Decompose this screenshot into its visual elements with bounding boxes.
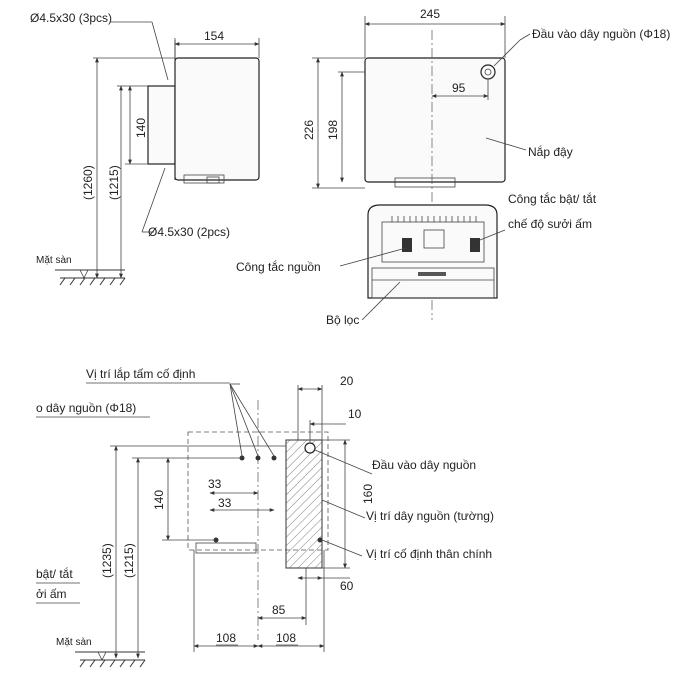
cable-inlet-cut-label: o dây nguồn (Φ18) xyxy=(36,401,136,415)
h140-label: 140 xyxy=(152,490,166,510)
side-height-1260-label: (1260) xyxy=(81,165,95,200)
cover-label: Nắp đậy xyxy=(528,144,573,159)
d85-label: 85 xyxy=(272,603,286,617)
screws-top-label: Ø4.5x30 (3pcs) xyxy=(30,11,112,25)
floor-label-bottom: Mặt sàn xyxy=(56,637,92,648)
side-height-140-label: 140 xyxy=(134,118,148,138)
wall-cable-label: Vị trí dây nguồn (tường) xyxy=(366,509,494,523)
side-height-1215-label: (1215) xyxy=(107,165,121,200)
filter-label: Bộ lọc xyxy=(326,313,359,327)
h1235-label: (1235) xyxy=(100,543,114,578)
floor-hatch-bottom xyxy=(79,659,146,668)
cut-text-1: bật/ tắt xyxy=(36,566,73,581)
floor-hatch xyxy=(59,277,126,286)
h160-label: 160 xyxy=(361,484,375,504)
heat-switch-line2: chế độ sưởi ấm xyxy=(508,217,592,231)
mount-view: Vị trí lắp tấm cố định o dây nguồn (Φ18)… xyxy=(36,366,494,668)
height-198-label: 198 xyxy=(326,120,340,140)
d20-label: 20 xyxy=(340,374,354,388)
h1215-label: (1215) xyxy=(122,543,136,578)
cut-text-2: ởi ấm xyxy=(36,587,67,601)
heat-switch-line1: Công tắc bật/ tắt xyxy=(508,191,597,206)
plate-position-label: Vị trí lắp tấm cố định xyxy=(86,366,195,381)
inlet-label: Đầu vào dây nguồn xyxy=(372,458,476,472)
front-view: 95 245 226 198 Đầu vào dây nguồn (Φ18) N… xyxy=(236,7,670,327)
d33a-label: 33 xyxy=(208,477,222,491)
d33b-label: 33 xyxy=(218,496,232,510)
screws-bottom-label: Ø4.5x30 (2pcs) xyxy=(148,225,230,239)
d95-label: 95 xyxy=(452,81,466,95)
floor-label: Mặt sàn xyxy=(36,255,72,266)
d108b-label: 108 xyxy=(276,631,296,645)
side-view: 154 140 (1260) (1215) Ø4.5x30 (3pcs) Ø4.… xyxy=(30,11,260,286)
power-inlet-label: Đầu vào dây nguồn (Φ18) xyxy=(532,27,670,41)
power-switch-label: Công tắc nguồn xyxy=(236,259,321,274)
depth-154-label: 154 xyxy=(204,29,224,43)
vent-slots xyxy=(391,216,477,222)
d60-label: 60 xyxy=(340,579,354,593)
height-226-label: 226 xyxy=(302,120,316,140)
width-245-label: 245 xyxy=(420,7,440,21)
d108a-label: 108 xyxy=(216,631,236,645)
d10-label: 10 xyxy=(348,407,362,421)
body-fix-label: Vị trí cố định thân chính xyxy=(366,547,492,561)
